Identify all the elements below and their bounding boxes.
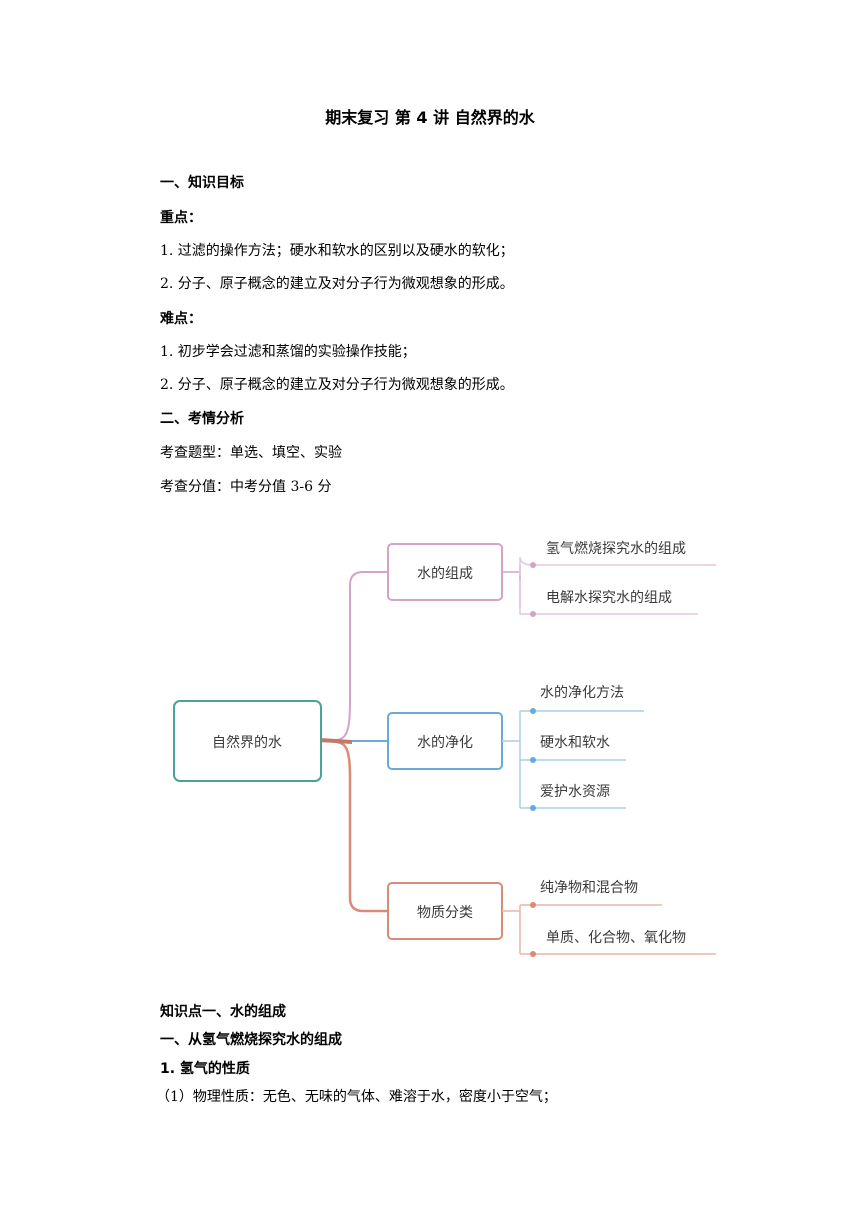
item-text: （1）物理性质：无色、无味的气体、难溶于水，密度小于空气； [156,1089,557,1105]
section-heading-objectives: 一、知识目标 [160,175,244,191]
branch-label-composition: 水的组成 [417,566,473,582]
root-node [173,700,322,782]
page-title: 期末复习 第 4 讲 自然界的水 [325,108,535,127]
leaf-electrolysis: 电解水探究水的组成 [546,590,672,606]
connector-classification [321,739,388,913]
subsection-heading: 一、从氢气燃烧探究水的组成 [160,1032,342,1048]
root-node-label: 自然界的水 [212,734,282,751]
leaf-hydrogen-combustion: 氢气燃烧探究水的组成 [546,540,686,557]
exam-types: 考查题型：单选、填空、实验 [160,445,342,461]
difficult-point-item: 1. 初步学会过滤和蒸馏的实验操作技能； [160,344,416,360]
item-heading: 1. 氢气的性质 [160,1061,250,1077]
leaf-hard-soft-water: 硬水和软水 [540,735,610,751]
leaf-purification-methods: 水的净化方法 [540,685,624,701]
leaf-element-compound-oxide: 单质、化合物、氧化物 [546,930,686,946]
branch-label-classification: 物质分类 [417,905,473,921]
connector-composition [321,571,388,742]
key-points-label: 重点： [160,210,202,226]
knowledge-point-heading: 知识点一、水的组成 [160,1004,286,1020]
key-point-item: 2. 分子、原子概念的建立及对分子行为微观想象的形成。 [160,276,514,292]
leaf-pure-mixture: 纯净物和混合物 [540,880,638,896]
difficult-points-label: 难点： [160,311,202,327]
exam-score: 考查分值：中考分值 3-6 分 [160,479,332,495]
leaf-protect-water: 爱护水资源 [540,784,610,800]
key-point-item: 1. 过滤的操作方法；硬水和软水的区别以及硬水的软化； [160,243,514,259]
branch-label-purification: 水的净化 [417,735,473,751]
section-heading-exam-analysis: 二、考情分析 [160,411,244,427]
difficult-point-item: 2. 分子、原子概念的建立及对分子行为微观想象的形成。 [160,377,514,393]
